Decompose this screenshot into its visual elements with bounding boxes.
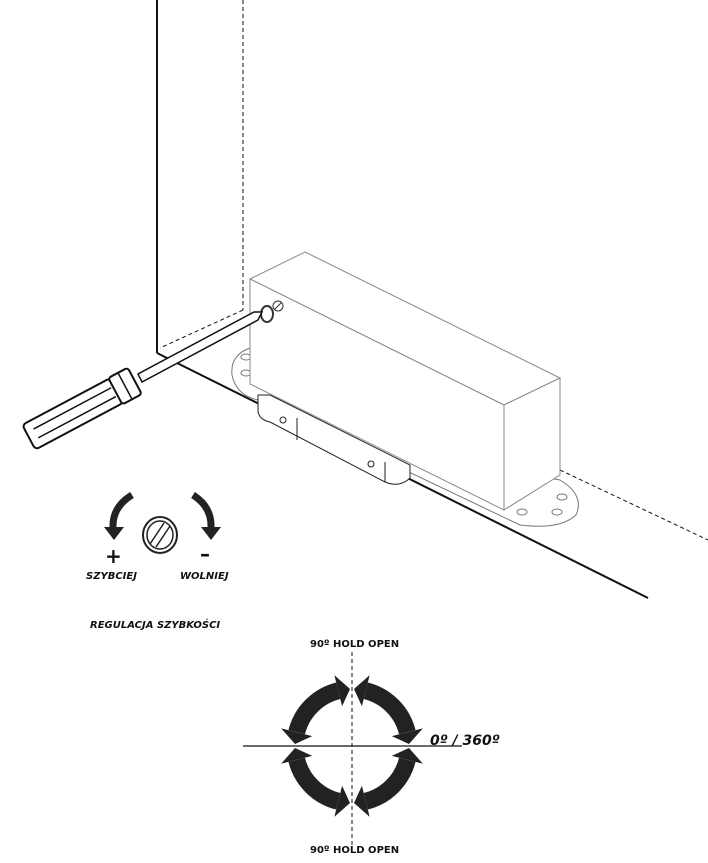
- hold-open-diagram: [243, 652, 462, 845]
- faster-sign: +: [105, 544, 122, 568]
- ccw-arrowhead: [104, 527, 124, 540]
- arrowhead-bottom-left: [334, 785, 351, 817]
- zero-degree-label: 0º / 360º: [430, 733, 500, 749]
- screwdriver: [22, 311, 264, 450]
- slower-label: WOLNIEJ: [180, 571, 229, 582]
- cw-arrow-icon: [191, 492, 215, 529]
- slower-sign: –: [200, 542, 210, 566]
- arrowhead-top-left: [334, 675, 351, 707]
- arc-arrow-bottom-left: [288, 757, 341, 810]
- speed-adjust-title: REGULACJA SZYBKOŚCI: [90, 620, 221, 631]
- hold-open-top-label: 90º HOLD OPEN: [310, 639, 400, 650]
- wall-and-floor: [156, 0, 708, 599]
- arrowhead-bottom-right: [353, 785, 370, 817]
- cw-arrowhead: [201, 527, 221, 540]
- faster-label: SZYBCIEJ: [86, 571, 137, 582]
- arrowhead-bottom-right: [391, 747, 423, 764]
- slotted-screw-icon: [142, 516, 178, 554]
- arc-arrow-top-left: [288, 682, 341, 735]
- arc-arrow-top-right: [363, 682, 416, 735]
- arrowhead-top-left: [281, 728, 313, 745]
- ccw-arrow-icon: [109, 491, 134, 529]
- hold-open-bottom-label: 90º HOLD OPEN: [310, 845, 400, 856]
- arrowhead-top-right: [353, 675, 370, 707]
- closer-box: [248, 251, 562, 511]
- arc-arrow-bottom-right: [363, 757, 416, 810]
- speed-adjust-icon: [104, 491, 221, 554]
- arrowhead-top-right: [391, 728, 423, 745]
- bottom-bracket: [257, 394, 411, 485]
- arrowhead-bottom-left: [281, 747, 313, 764]
